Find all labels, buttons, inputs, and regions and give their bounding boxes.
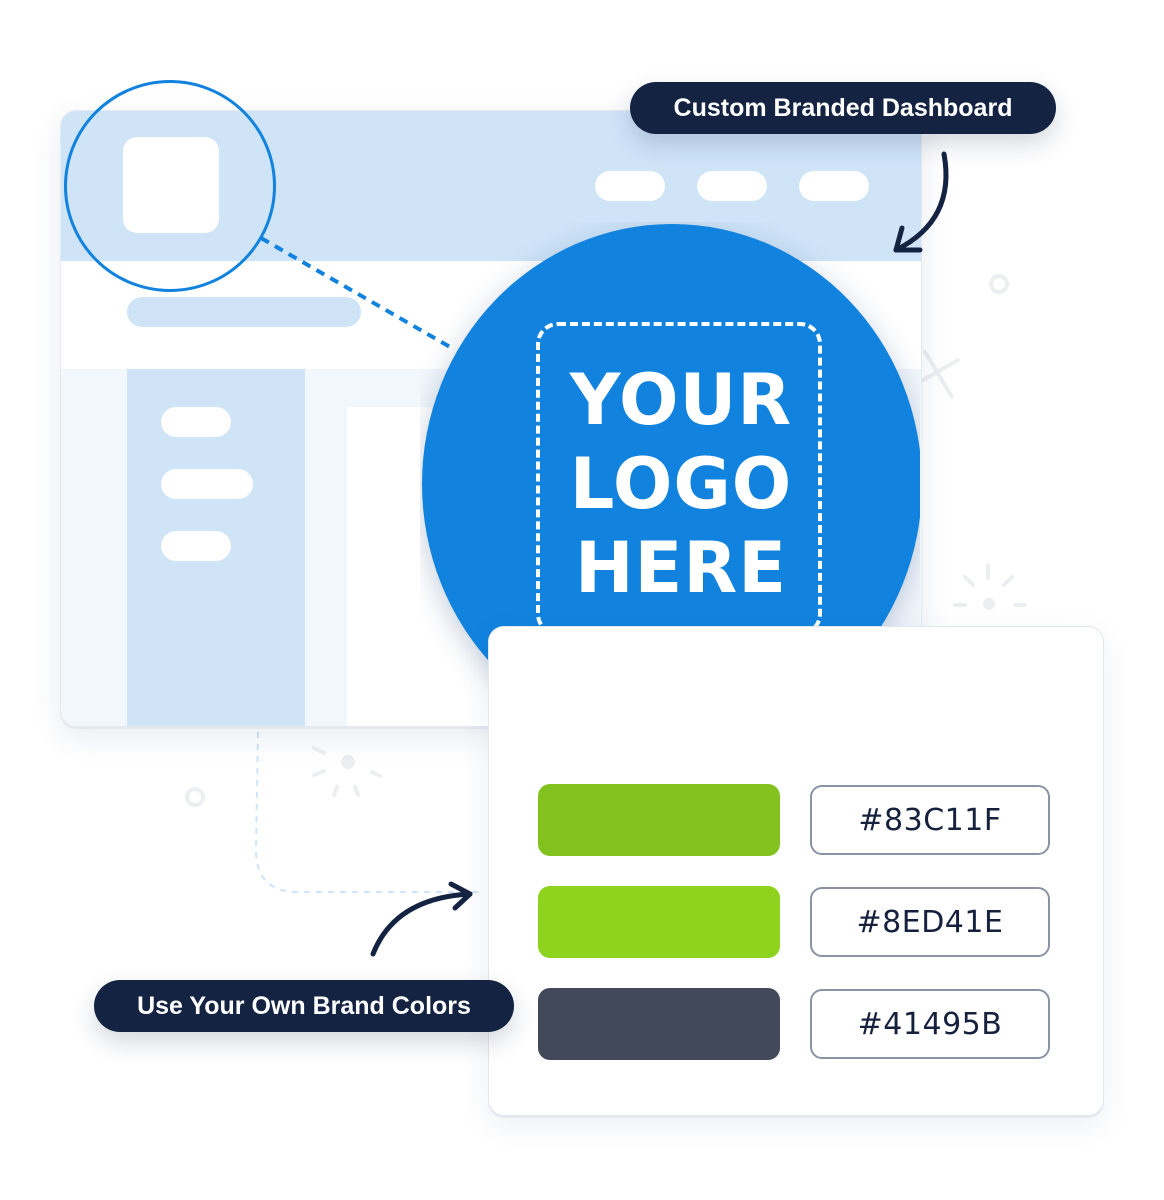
- color-swatch-2[interactable]: [538, 886, 780, 958]
- logo-placeholder-text: YOUR LOGO HERE: [536, 358, 826, 610]
- deco-circle-icon: [185, 787, 205, 807]
- curved-arrow-icon: [893, 151, 949, 253]
- logo-line-1: YOUR: [569, 359, 793, 441]
- magnifier-ring: [64, 80, 276, 292]
- hex-input-3[interactable]: #41495B: [810, 989, 1050, 1059]
- nav-item-2[interactable]: [697, 171, 767, 201]
- sidebar-item-1[interactable]: [161, 407, 231, 437]
- sidebar-item-3[interactable]: [161, 531, 231, 561]
- dashboard-callout: Custom Branded Dashboard: [630, 82, 1056, 134]
- nav-item-1[interactable]: [595, 171, 665, 201]
- hex-input-2[interactable]: #8ED41E: [810, 887, 1050, 957]
- logo-line-3: HERE: [574, 527, 788, 609]
- hex-input-1[interactable]: #83C11F: [810, 785, 1050, 855]
- color-swatch-3[interactable]: [538, 988, 780, 1060]
- colors-callout: Use Your Own Brand Colors: [94, 980, 514, 1032]
- dashed-connector: [254, 731, 482, 893]
- color-swatch-1[interactable]: [538, 784, 780, 856]
- page-title-placeholder: [127, 297, 361, 327]
- deco-circle-icon: [989, 274, 1009, 294]
- dotted-pointer-line: [260, 236, 451, 349]
- sidebar-item-2[interactable]: [161, 469, 253, 499]
- nav-item-3[interactable]: [799, 171, 869, 201]
- curved-arrow-icon: [370, 881, 473, 957]
- logo-line-2: LOGO: [569, 443, 793, 525]
